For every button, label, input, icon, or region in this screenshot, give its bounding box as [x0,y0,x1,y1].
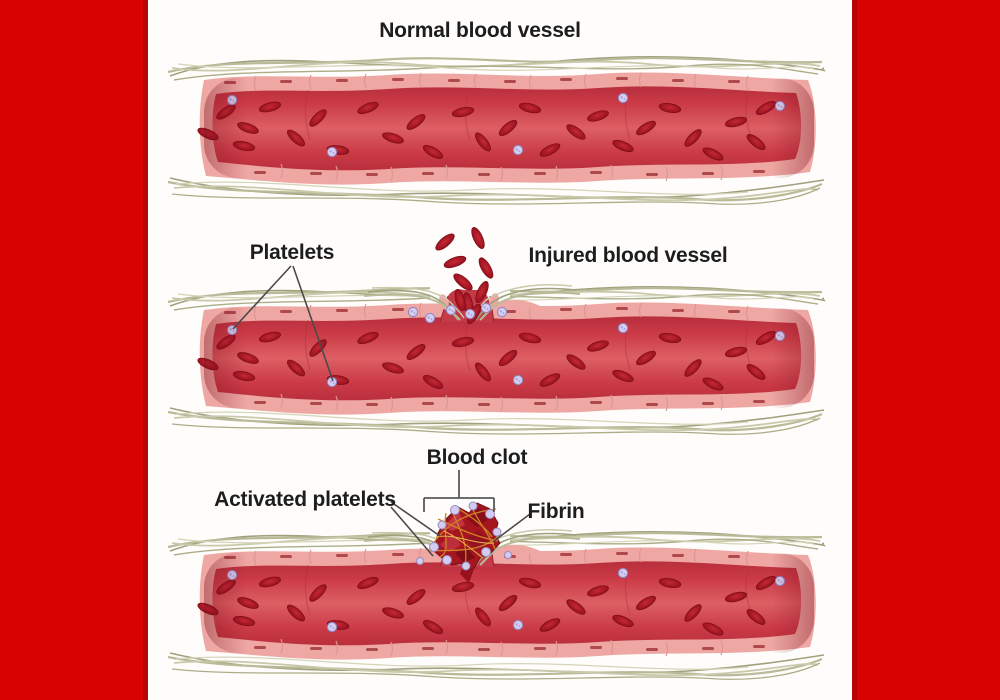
label-normal-blood-vessel: Normal blood vessel [379,19,581,42]
label-platelets: Platelets [249,241,335,264]
blood-clot-graphic [416,501,512,583]
injured-vessel-graphic [168,227,825,435]
clotted-vessel-graphic [168,501,825,679]
blood-clot-bracket [423,470,495,512]
platelets-pointer-line [292,265,334,382]
label-injured-blood-vessel: Injured blood vessel [528,244,728,267]
normal-vessel-graphic [168,57,825,204]
platelets-pointer-line [232,265,292,330]
pointer-lines [232,265,531,557]
activated-platelets-pointer-line [390,501,441,537]
activated-platelets-graphic [416,501,512,571]
label-blood-clot: Blood clot [426,446,528,469]
fibrin-pointer-line [493,513,531,542]
activated-platelets-pointer-line [390,506,434,557]
label-activated-platelets: Activated platelets [214,488,396,511]
label-fibrin: Fibrin [527,500,585,523]
